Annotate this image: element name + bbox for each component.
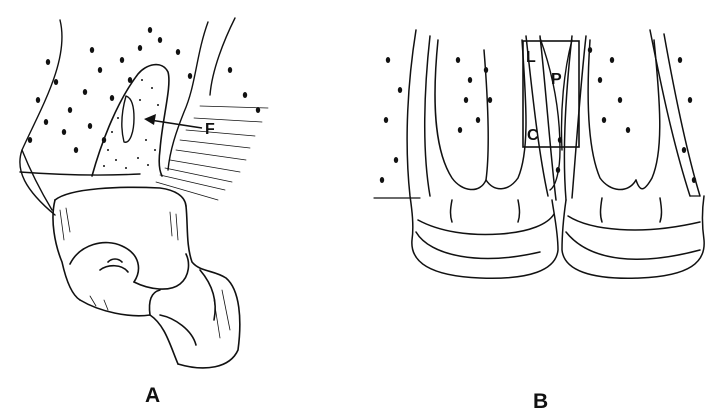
panel-b: L P C B bbox=[374, 30, 704, 410]
pointer-arrow bbox=[144, 114, 202, 128]
interdental-septum bbox=[540, 38, 572, 190]
callout-p: P bbox=[551, 71, 562, 88]
panel-a-label: A bbox=[145, 384, 160, 407]
bone-outline bbox=[20, 18, 235, 215]
callout-l: L bbox=[526, 49, 536, 66]
left-tooth bbox=[407, 30, 558, 278]
bone-outline-b bbox=[374, 196, 700, 198]
crown bbox=[53, 187, 240, 368]
bone-speckles bbox=[28, 27, 260, 153]
callout-c: C bbox=[527, 127, 539, 144]
panel-b-label: B bbox=[533, 390, 548, 410]
crown-shading bbox=[60, 208, 230, 338]
callout-f: F bbox=[205, 121, 215, 138]
right-tooth bbox=[562, 30, 704, 278]
panel-a: F A bbox=[20, 18, 268, 407]
